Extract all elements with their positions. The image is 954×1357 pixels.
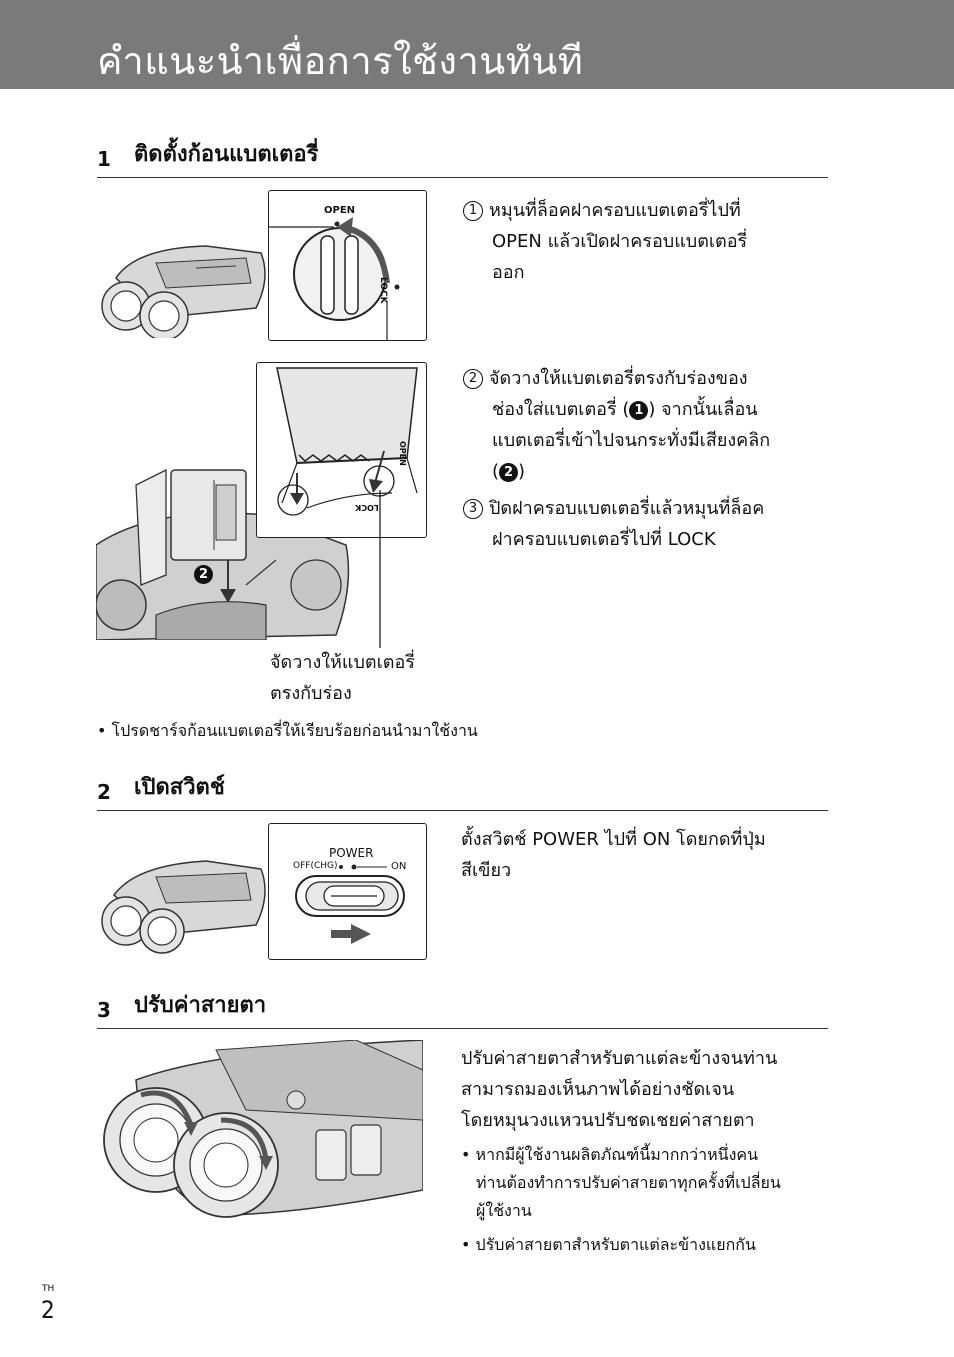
callout-leader-line (379, 490, 381, 648)
step-3-marker: 3 (463, 499, 483, 519)
badge-2-inline: 2 (499, 463, 519, 482)
section-2-line-1: ตั้งสวิตช์ POWER ไปที่ ON โดยกดที่ปุ่ม (461, 829, 766, 850)
inset2-open-label: OPEN (398, 441, 407, 466)
step-2-line-4b: ) (518, 461, 526, 482)
power-on-label: ON (391, 861, 407, 872)
section-2-line-2: สีเขียว (461, 860, 512, 881)
section-2-number: 2 (97, 780, 111, 804)
power-switch-title: POWER (329, 846, 374, 860)
section-3-line-2: สามารถมองเห็นภาพได้อย่างชัดเจน (461, 1079, 735, 1100)
section-2-text: ตั้งสวิตช์ POWER ไปที่ ON โดยกดที่ปุ่ม ส… (461, 824, 766, 886)
binoculars-illustration-2 (101, 860, 266, 954)
badge-1-inline: 1 (629, 401, 649, 420)
section-3-number: 3 (97, 998, 111, 1022)
step-1-marker: 1 (463, 201, 483, 221)
step-2-line-2b: ) จากนั้นเลื่อน (648, 399, 758, 420)
bullet-1-line-1: หากมีผู้ใช้งานผลิตภัณฑ์นี้มากกว่าหนึ่งคน (461, 1141, 781, 1169)
step-2-text: 2 จัดวางให้แบตเตอรี่ตรงกับร่องของ ช่องใส่… (463, 363, 770, 487)
page-number: 2 (41, 1296, 55, 1324)
battery-slot-inset: OPEN LOCK (256, 362, 427, 538)
battery-insertion-illustration (96, 468, 350, 640)
power-switch-inset: POWER OFF(CHG) ON (268, 823, 427, 960)
step-2-line-3: แบตเตอรี่เข้าไปจนกระทั่งมีเสียงคลิก (492, 430, 771, 451)
page-title: คำแนะนำเพื่อการใช้งานทันที (97, 39, 584, 83)
section-1-note: โปรดชาร์จก้อนแบตเตอรี่ให้เรียบร้อยก่อนนำ… (97, 717, 478, 745)
step-2-marker: 2 (463, 369, 483, 389)
section-3-title: ปรับค่าสายตา (134, 993, 267, 1018)
section-1-title: ติดตั้งก้อนแบตเตอรี่ (134, 142, 319, 167)
binoculars-illustration-1 (101, 245, 266, 338)
step-3-line-2: ฝาครอบแบตเตอรี่ไปที่ LOCK (492, 529, 716, 550)
bullet-1-line-2: ท่านต้องทำการปรับค่าสายตาทุกครั้งที่เปลี… (476, 1173, 781, 1192)
inset-open-label: OPEN (324, 205, 356, 216)
section-3-line-1: ปรับค่าสายตาสำหรับตาแต่ละข้างจนท่าน (461, 1048, 778, 1069)
lock-inset-open: OPEN LOCK (268, 190, 427, 341)
section-3-text: ปรับค่าสายตาสำหรับตาแต่ละข้างจนท่าน สามา… (461, 1043, 777, 1136)
power-off-label: OFF(CHG) (293, 861, 338, 871)
step-1-line-2: OPEN แล้วเปิดฝาครอบแบตเตอรี่ (492, 231, 748, 252)
step-2-line-1: จัดวางให้แบตเตอรี่ตรงกับร่องของ (489, 368, 748, 389)
inset-lock-label: LOCK (378, 277, 388, 304)
badge-2: 2 (194, 565, 213, 584)
header-bar (0, 0, 954, 89)
section-1-heading: 1 ติดตั้งก้อนแบตเตอรี่ (97, 142, 828, 178)
footer-language: TH (42, 1284, 55, 1294)
section-2-title: เปิดสวิตช์ (134, 775, 225, 800)
step-2-line-2a: ช่องใส่แบตเตอรี่ ( (492, 399, 630, 420)
step-1-text: 1 หมุนที่ล็อคฝาครอบแบตเตอรี่ไปที่ OPEN แล… (463, 195, 747, 288)
section-2-heading: 2 เปิดสวิตช์ (97, 775, 828, 811)
callout-line-2: ตรงกับร่อง (270, 683, 352, 704)
eyepiece-adjust-illustration (103, 1040, 423, 1218)
step-1-line-3: ออก (492, 262, 525, 283)
bullet-1-line-3: ผู้ใช้งาน (476, 1201, 532, 1220)
step-1-line-1: หมุนที่ล็อคฝาครอบแบตเตอรี่ไปที่ (489, 200, 741, 221)
section-3-line-3: โดยหมุนวงแหวนปรับชดเชยค่าสายตา (461, 1110, 755, 1131)
step-3-line-1: ปิดฝาครอบแบตเตอรี่แล้วหมุนที่ล็อค (489, 498, 765, 519)
callout-text: จัดวางให้แบตเตอรี่ ตรงกับร่อง (270, 647, 415, 709)
step-3-text: 3 ปิดฝาครอบแบตเตอรี่แล้วหมุนที่ล็อค ฝาครอ… (463, 493, 764, 555)
section-3-bullet-1: หากมีผู้ใช้งานผลิตภัณฑ์นี้มากกว่าหนึ่งคน… (461, 1141, 781, 1225)
section-3-bullet-2: ปรับค่าสายตาสำหรับตาแต่ละข้างแยกกัน (461, 1231, 756, 1259)
step-2-line-4a: ( (492, 461, 500, 482)
callout-line-1: จัดวางให้แบตเตอรี่ (270, 652, 415, 673)
section-3-heading: 3 ปรับค่าสายตา (97, 993, 828, 1029)
section-1-number: 1 (97, 147, 111, 171)
